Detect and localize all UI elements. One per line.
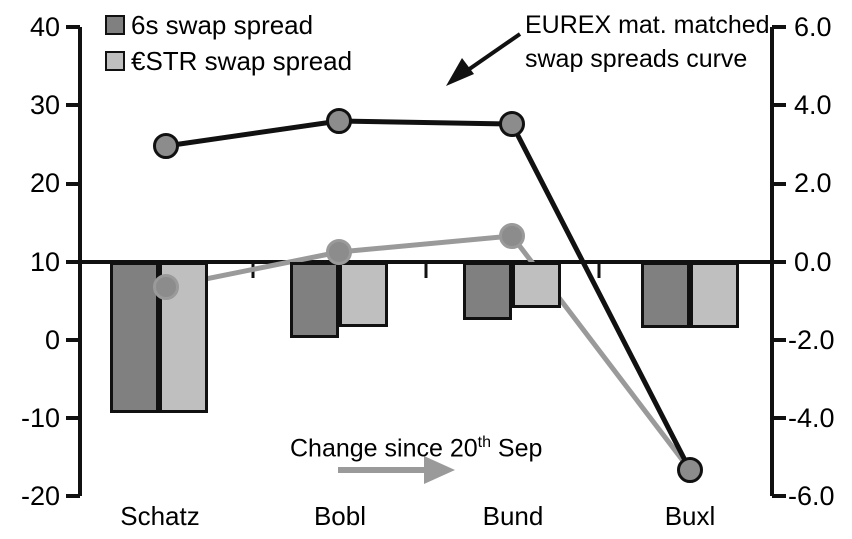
marker-black-bund[interactable] bbox=[499, 111, 525, 137]
left-tick-0: 40 bbox=[29, 12, 60, 42]
legend-item-6s[interactable]: 6s swap spread bbox=[105, 12, 313, 38]
bar-schatz-6s[interactable] bbox=[110, 262, 159, 413]
change-since-suffix: Sep bbox=[490, 434, 543, 463]
right-tick-1: 4.0 bbox=[794, 90, 832, 120]
marker-black-bobl[interactable] bbox=[326, 108, 352, 134]
left-tick-6: -20 bbox=[20, 481, 60, 511]
marker-gray-bund[interactable] bbox=[499, 223, 525, 249]
marker-gray-bobl[interactable] bbox=[326, 239, 352, 265]
category-label-schatz: Schatz bbox=[120, 501, 200, 531]
legend-item-estr[interactable]: €STR swap spread bbox=[105, 48, 352, 74]
left-tick-2: 20 bbox=[29, 168, 60, 198]
category-label-buxl: Buxl bbox=[664, 501, 716, 531]
marker-gray-schatz[interactable] bbox=[153, 274, 179, 300]
bar-bund-6s[interactable] bbox=[463, 262, 512, 320]
category-label-bund: Bund bbox=[482, 501, 544, 531]
right-tick-5: -4.0 bbox=[788, 403, 835, 433]
bar-bobl-6s[interactable] bbox=[290, 262, 339, 338]
right-tick-6: -6.0 bbox=[788, 481, 835, 511]
left-tick-4: 0 bbox=[44, 325, 60, 355]
curve-annotation-arrow bbox=[446, 32, 522, 86]
bar-bund-estr[interactable] bbox=[512, 262, 561, 308]
left-axis bbox=[66, 25, 82, 498]
right-axis bbox=[770, 25, 786, 498]
bar-bobl-estr[interactable] bbox=[339, 262, 388, 327]
curve-annotation-line1: EUREX mat. matched bbox=[525, 11, 770, 39]
legend-swatch-estr bbox=[105, 51, 125, 71]
category-label-bobl: Bobl bbox=[313, 501, 367, 531]
curve-annotation-line2: swap spreads curve bbox=[525, 45, 748, 73]
change-since-ordinal: th bbox=[477, 434, 491, 451]
bar-buxl-6s[interactable] bbox=[641, 262, 690, 328]
left-tick-1: 30 bbox=[29, 90, 60, 120]
change-since-annotation: Change since 20th Sep bbox=[290, 428, 542, 463]
right-tick-0: 6.0 bbox=[794, 12, 832, 42]
legend-label-estr: €STR swap spread bbox=[131, 46, 353, 76]
left-tick-5: -10 bbox=[20, 403, 60, 433]
bar-buxl-estr[interactable] bbox=[690, 262, 739, 328]
left-tick-3: 10 bbox=[29, 247, 60, 277]
marker-black-schatz[interactable] bbox=[153, 133, 179, 159]
legend-label-6s: 6s swap spread bbox=[131, 10, 314, 40]
marker-black-buxl[interactable] bbox=[677, 457, 703, 483]
black-series-line bbox=[165, 118, 693, 472]
right-tick-4: -2.0 bbox=[788, 325, 835, 355]
right-tick-2: 2.0 bbox=[794, 168, 832, 198]
right-tick-3: 0.0 bbox=[794, 247, 832, 277]
legend-swatch-6s bbox=[105, 15, 125, 35]
change-since-prefix: Change since 20 bbox=[290, 434, 478, 463]
